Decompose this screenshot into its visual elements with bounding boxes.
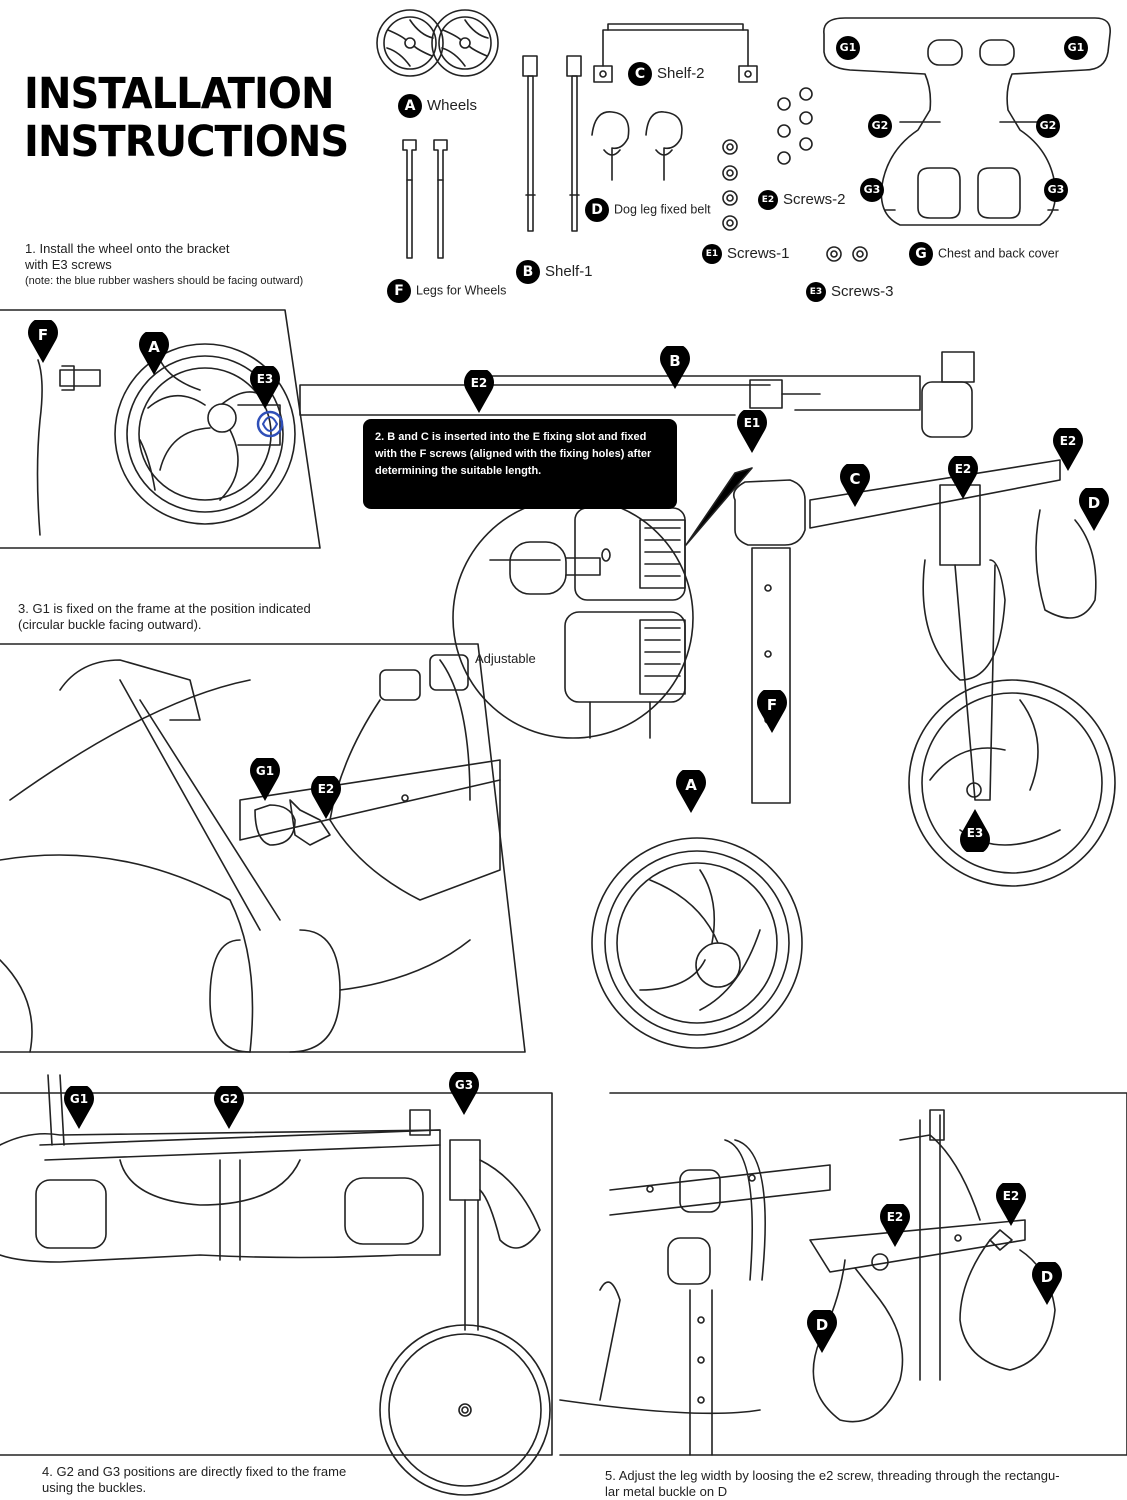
step1-text: 1. Install the wheel onto the bracket wi… — [25, 241, 304, 287]
step3-text: 3. G1 is fixed on the frame at the posit… — [18, 601, 311, 632]
marker-g2-step4: G2 — [214, 1086, 244, 1130]
cover-g1-right-badge: G1 — [1064, 36, 1088, 60]
cover-g1-left-badge: G1 — [836, 36, 860, 60]
screws-part-drawing — [722, 87, 868, 262]
page-title: INSTALLATION INSTRUCTIONS — [24, 69, 349, 167]
marker-e3-step1: E3 — [250, 366, 280, 410]
marker-d-frame: D — [1079, 488, 1109, 532]
legs-part-drawing — [402, 139, 448, 259]
part-code-badge: G — [909, 242, 933, 266]
cover-g2-left-badge: G2 — [868, 114, 892, 138]
cover-g3-left-badge: G3 — [860, 178, 884, 202]
shelf2-part-drawing — [593, 23, 758, 83]
marker-e2-step5-left: E2 — [880, 1204, 910, 1248]
marker-f-step1: F — [28, 320, 58, 364]
marker-g1-step4: G1 — [64, 1086, 94, 1130]
step5-panel — [559, 1092, 1127, 1456]
title-line-1: INSTALLATION — [24, 69, 334, 119]
marker-e2-frame-right: E2 — [948, 456, 978, 500]
marker-a-step1: A — [139, 332, 169, 376]
part-code-badge: F — [387, 279, 411, 303]
marker-g3-step4: G3 — [449, 1072, 479, 1116]
marker-b-frame: B — [660, 346, 690, 390]
shelf1-part-drawing — [522, 55, 582, 232]
belt-part-drawing — [591, 111, 683, 181]
part-code-badge: C — [628, 62, 652, 86]
marker-e2-frame: E2 — [464, 370, 494, 414]
part-code-badge: E1 — [702, 244, 722, 264]
marker-g1-step3: G1 — [250, 758, 280, 802]
marker-d-step5-left: D — [807, 1310, 837, 1354]
adjustable-label: Adjustable — [475, 651, 536, 666]
marker-c-frame: C — [840, 464, 870, 508]
step3-panel — [0, 643, 526, 1053]
marker-e2-step5-right: E2 — [996, 1183, 1026, 1227]
part-code-badge: A — [398, 94, 422, 118]
marker-f-frame: F — [757, 690, 787, 734]
cover-g2-right-badge: G2 — [1036, 114, 1060, 138]
part-code-badge: E3 — [806, 282, 826, 302]
part-code-badge: B — [516, 260, 540, 284]
part-code-badge: D — [585, 198, 609, 222]
step1-panel — [0, 309, 321, 549]
step4-text: 4. G2 and G3 positions are directly fixe… — [42, 1464, 347, 1495]
marker-e2-step3: E2 — [311, 776, 341, 820]
marker-e2-frame-far: E2 — [1053, 428, 1083, 472]
part-code-badge: E2 — [758, 190, 778, 210]
cover-g3-right-badge: G3 — [1044, 178, 1068, 202]
frame-drawing — [299, 351, 1116, 1049]
title-line-2: INSTRUCTIONS — [24, 117, 349, 167]
step2-callout: 2. B and C is inserted into the E fixing… — [363, 419, 677, 509]
step4-panel — [0, 1074, 553, 1496]
marker-e1-frame: E1 — [737, 410, 767, 454]
marker-a-frame: A — [676, 770, 706, 814]
marker-d-step5-right: D — [1032, 1262, 1062, 1306]
wheels-part-drawing — [376, 9, 499, 77]
step5-text: 5. Adjust the leg width by loosing the e… — [605, 1468, 1060, 1499]
marker-e3-frame: E3 — [960, 808, 990, 852]
